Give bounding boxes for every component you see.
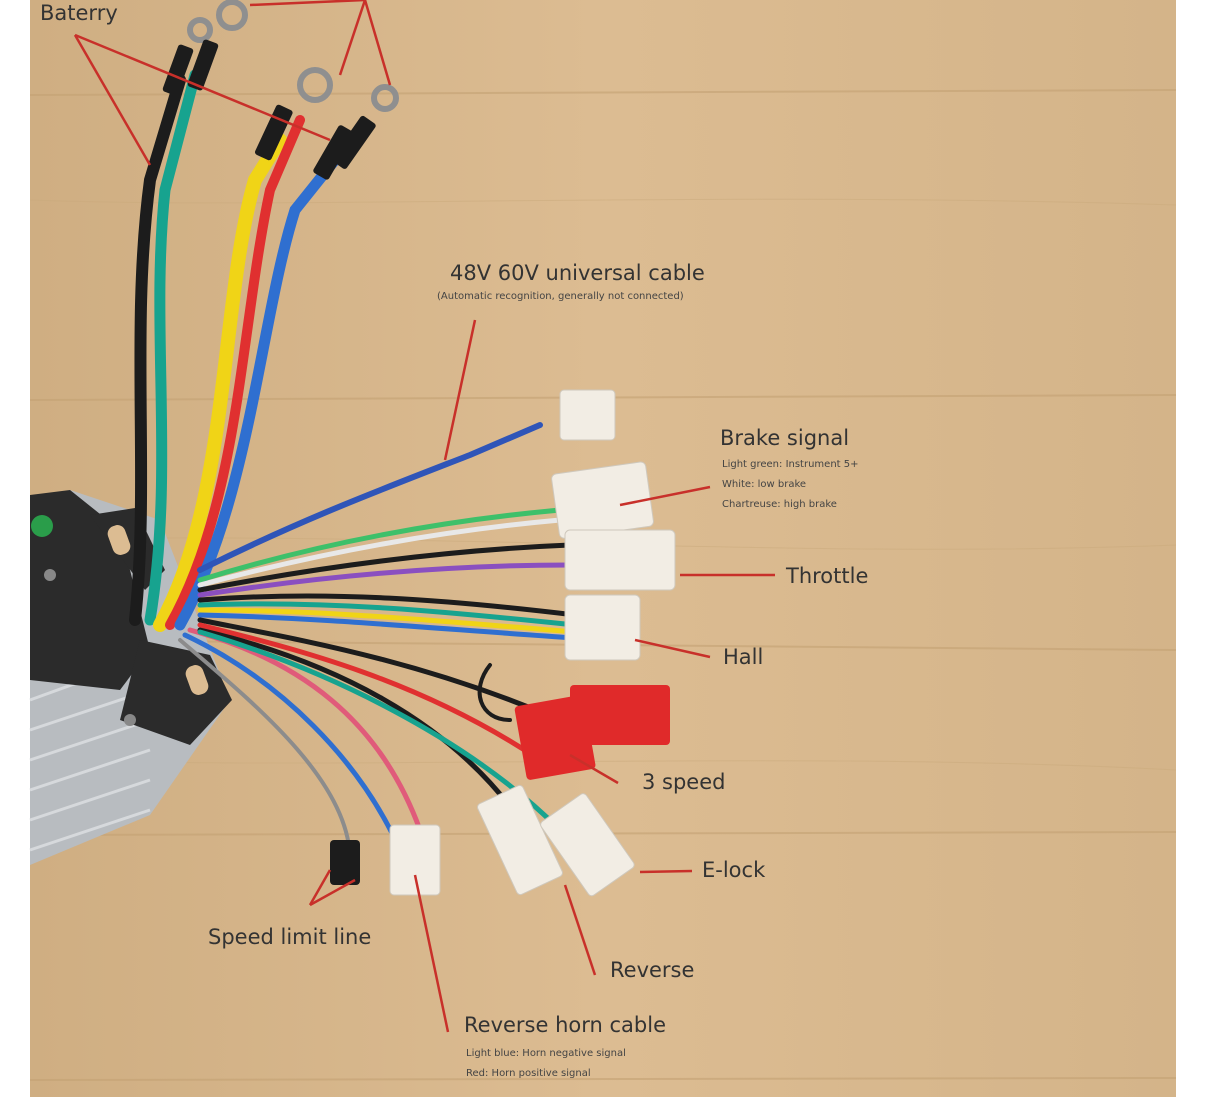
brake-note-chartreuse: Chartreuse: high brake: [722, 499, 837, 510]
horn-note-light-blue: Light blue: Horn negative signal: [466, 1048, 626, 1059]
speed-limit-label: Speed limit line: [208, 925, 372, 949]
reverse-label: Reverse: [610, 958, 695, 982]
three-speed-label: 3 speed: [642, 770, 726, 794]
universal-cable-note: (Automatic recognition, generally not co…: [437, 291, 684, 302]
battery-label: Baterry: [40, 1, 118, 25]
pointer-lines: [73, 0, 775, 1033]
reverse-horn-label: Reverse horn cable: [464, 1013, 666, 1037]
connectors: [330, 389, 676, 897]
elock-label: E-lock: [702, 858, 766, 882]
brake-signal-label: Brake signal: [720, 426, 850, 450]
ring-terminals: [187, 0, 399, 112]
horn-note-red: Red: Horn positive signal: [466, 1068, 591, 1079]
throttle-label: Throttle: [786, 564, 869, 588]
universal-cable-label: 48V 60V universal cable: [450, 261, 705, 285]
hall-label: Hall: [723, 645, 764, 669]
wire-bundle: [129, 69, 578, 862]
brake-note-light-green: Light green: Instrument 5+: [722, 459, 859, 470]
brake-note-white: White: low brake: [722, 479, 807, 490]
